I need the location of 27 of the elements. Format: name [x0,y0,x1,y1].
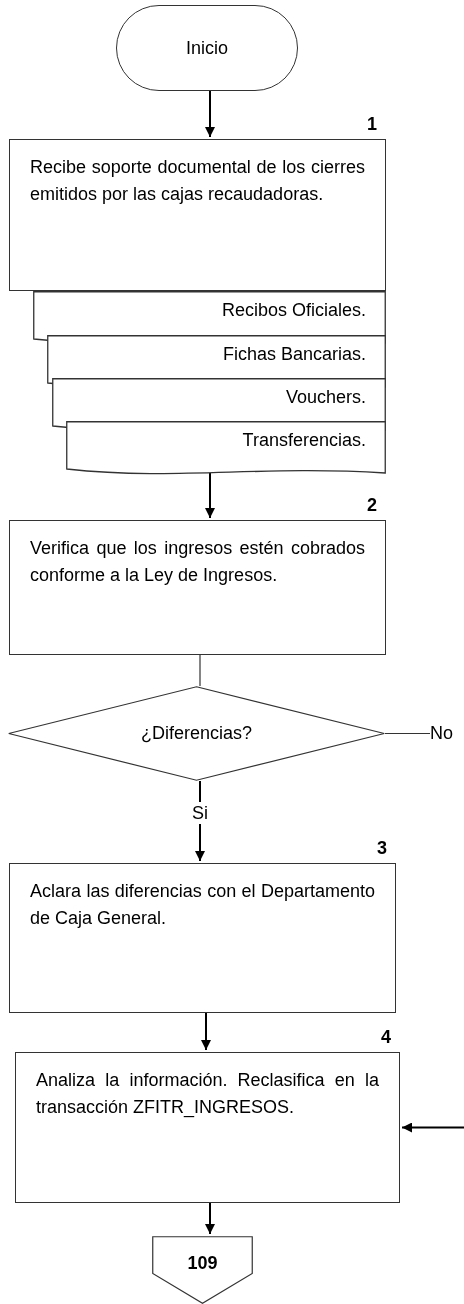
connector-line [384,732,431,735]
step-number: 2 [367,494,377,516]
edge-label: Si [190,802,210,824]
node-text: Aclara las diferencias con el Departamento de Caja General. [30,880,375,930]
node-text: 109 [187,1251,218,1275]
arrow [205,90,215,138]
node-text: Fichas Bancarias. [221,343,366,366]
node-text: Inicio [186,36,228,60]
arrow [205,471,215,519]
arrow [401,1122,464,1133]
step-number: 4 [381,1026,391,1048]
off-page-connector [152,1236,253,1304]
step-number: 1 [367,113,377,135]
branch-label: No [430,721,453,745]
connector-line [199,654,201,687]
node-text: Recibos Oficiales. [220,299,366,322]
document-shape [66,421,386,477]
step-number: 3 [377,837,387,859]
node-text: Verifica que los ingresos estén cobrados conforme a la Ley de Ingresos. [30,537,365,587]
node-text: Vouchers. [284,386,366,409]
arrow [205,1202,215,1235]
arrow [201,1012,211,1051]
node-text: Analiza la información. Reclasifica en la transacción ZFITR_INGRESOS. [36,1069,379,1120]
node-text: Recibe soporte documental de los cierres emitidos por las cajas recaudadoras. [30,156,365,206]
node-text: Transferencias. [241,429,366,452]
decision-diamond [8,686,385,781]
node-text: ¿Diferencias? [140,722,252,745]
